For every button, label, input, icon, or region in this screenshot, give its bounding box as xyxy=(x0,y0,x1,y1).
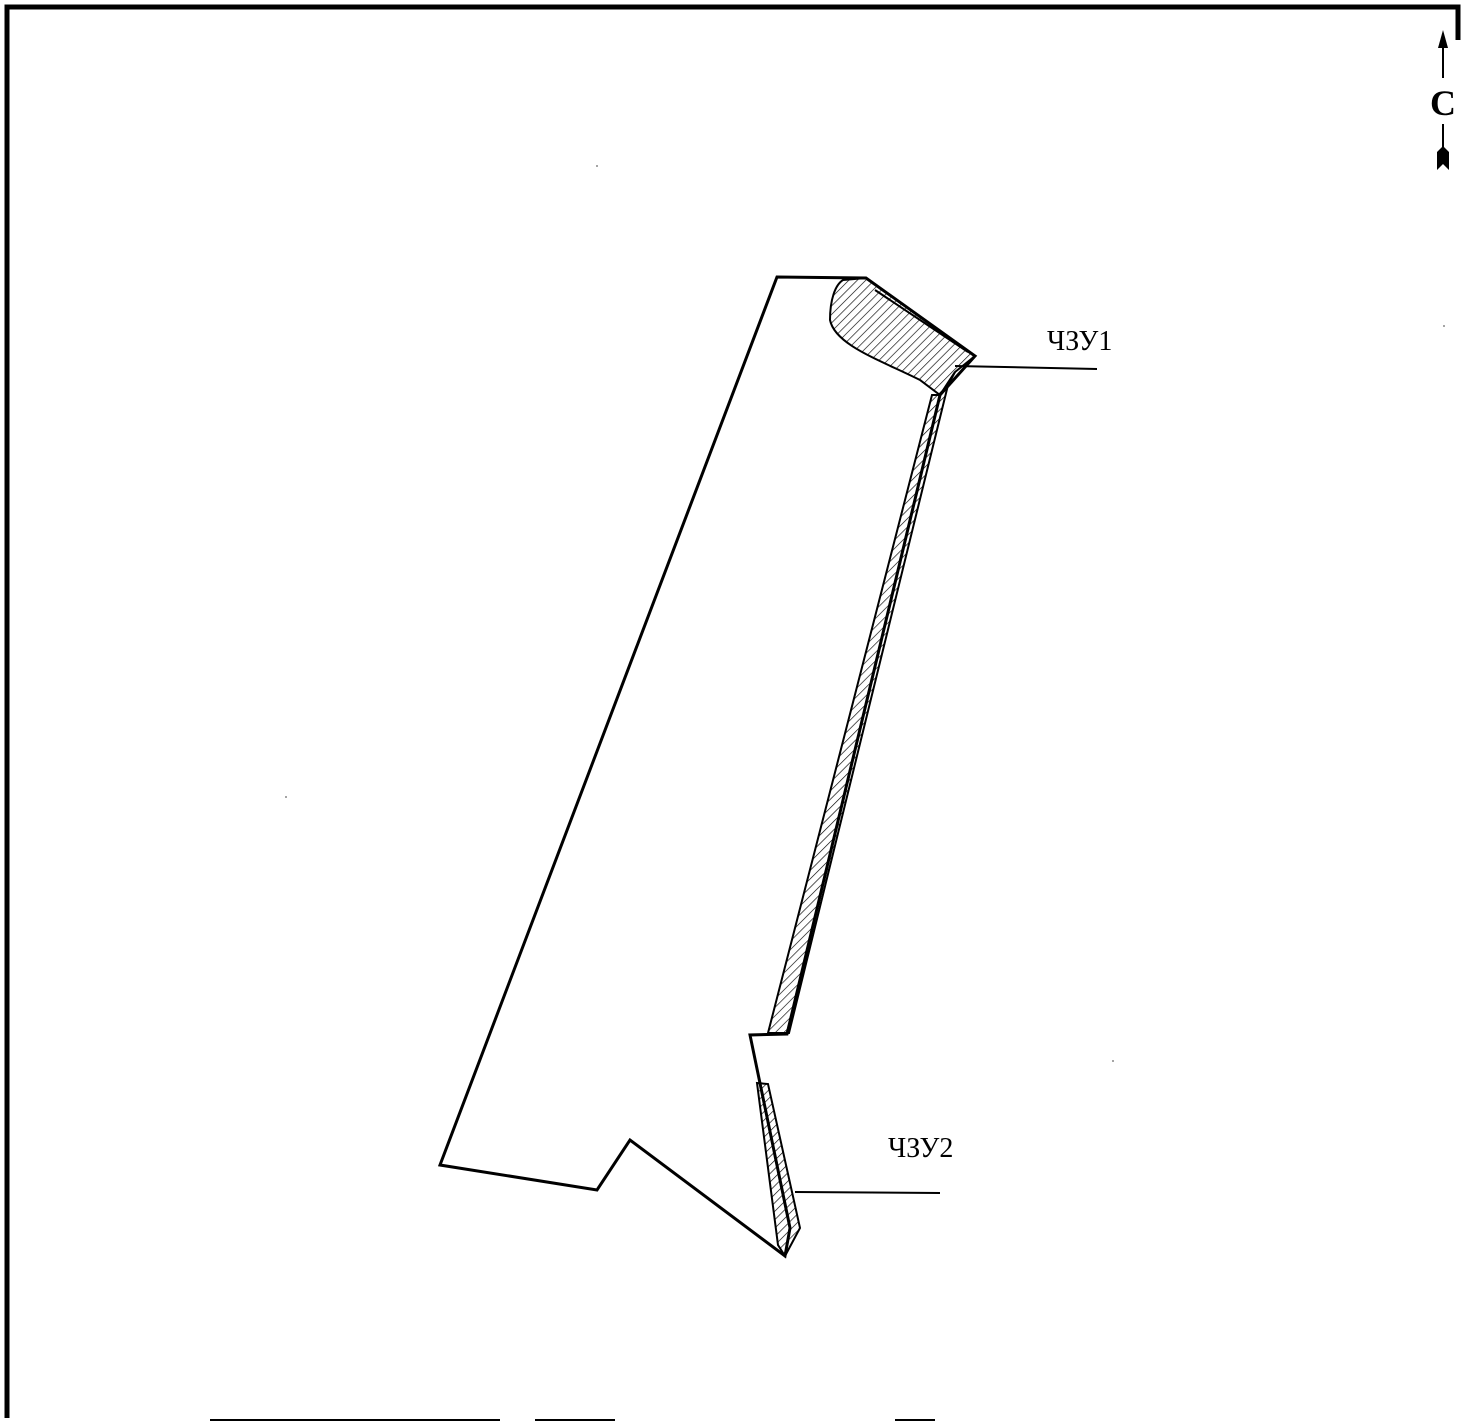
frame-border xyxy=(4,4,1461,1418)
north-arrow: С xyxy=(1430,30,1456,170)
scan-dot xyxy=(285,796,287,798)
north-arrow-head-icon xyxy=(1438,30,1448,48)
leader-line-chzu1 xyxy=(954,365,1098,370)
scan-dot xyxy=(1112,1060,1114,1062)
north-arrow-feather-icon xyxy=(1437,146,1449,170)
label-chzu1: ЧЗУ1 xyxy=(1047,326,1112,357)
part-chzu1-inner-line xyxy=(874,289,969,353)
leader-line-chzu2 xyxy=(794,1191,941,1194)
scan-dot xyxy=(596,165,598,167)
main-parcel-outline xyxy=(437,275,978,1259)
north-arrow-letter: С xyxy=(1430,83,1456,123)
scan-dot xyxy=(1443,325,1445,327)
part-chzu2-hatch xyxy=(755,1081,802,1258)
label-chzu2: ЧЗУ2 xyxy=(888,1133,953,1164)
part-chzu1-hatch-top xyxy=(828,276,977,397)
part-chzu1-hatch-strip xyxy=(766,371,956,1034)
